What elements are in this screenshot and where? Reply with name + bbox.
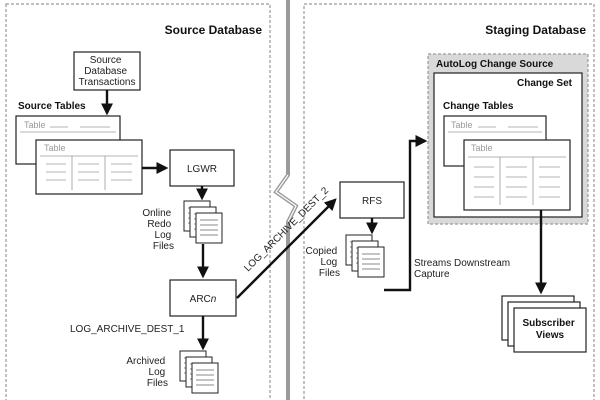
network-separator: [273, 0, 299, 400]
source-database-title: Source Database: [165, 23, 263, 37]
source-table-front: Table: [35, 139, 143, 195]
svg-text:Table: Table: [44, 143, 66, 153]
copied-logs-label: Copied Log Files: [306, 246, 340, 279]
subscriber-views-box: [501, 295, 587, 353]
svg-text:Table: Table: [24, 120, 46, 130]
source-transactions-box: [73, 51, 141, 91]
staging-database-region: [303, 3, 595, 400]
arrow-arcn-to-rfs: [236, 198, 337, 299]
change-set-label: Change Set: [517, 78, 573, 89]
archived-logs-label: Archived Log Files: [126, 356, 168, 389]
online-redo-log-files-icon: [183, 200, 223, 244]
source-transactions-label: Source Database Transactions: [79, 55, 136, 88]
change-tables-label: Change Tables: [443, 101, 514, 112]
lgwr-box: [169, 149, 235, 187]
lgwr-label: LGWR: [187, 164, 217, 175]
change-table-front: Table: [463, 139, 571, 211]
source-database-region: [5, 3, 271, 400]
svg-text:Table: Table: [471, 143, 493, 153]
log-archive-dest-1-label: LOG_ARCHIVE_DEST_1: [70, 324, 185, 335]
rfs-label: RFS: [362, 196, 382, 207]
online-redo-label: Online Redo Log Files: [142, 208, 174, 252]
svg-text:Table: Table: [451, 120, 473, 130]
arrow-streams-capture: [384, 135, 428, 292]
subscriber-views-label: Subscriber Views: [522, 318, 577, 341]
copied-log-files-icon: [345, 234, 385, 278]
streams-capture-label: Streams Downstream Capture: [414, 258, 513, 280]
rfs-box: [339, 181, 405, 219]
source-tables-label: Source Tables: [18, 101, 86, 112]
arcn-label: ARCn: [190, 294, 217, 305]
staging-database-title: Staging Database: [485, 23, 586, 37]
autolog-change-source-label: AutoLog Change Source: [436, 59, 554, 70]
archived-log-files-icon: [179, 350, 219, 394]
